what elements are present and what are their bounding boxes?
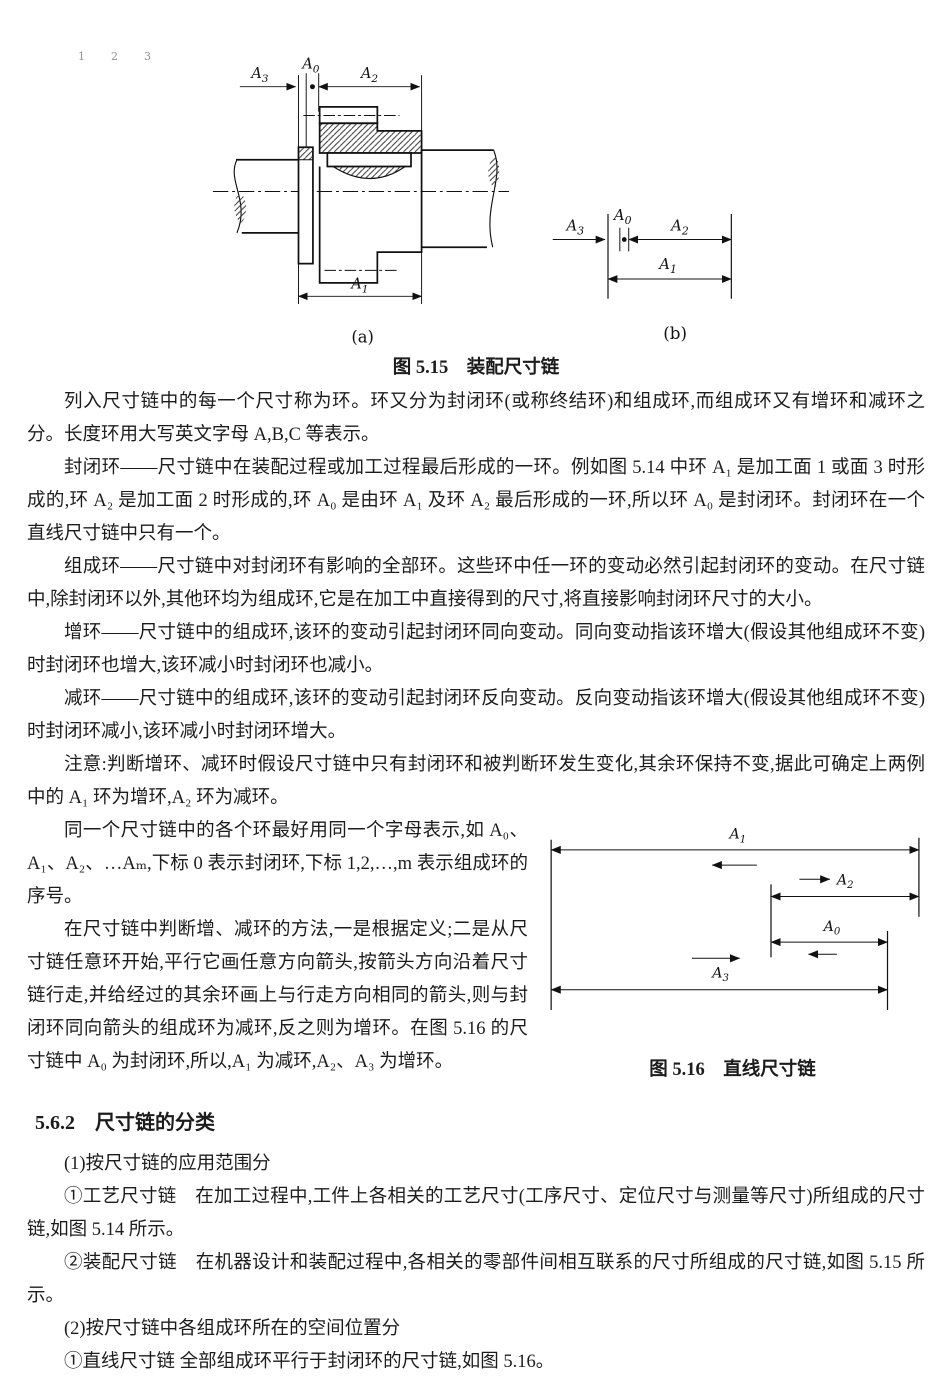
item-process-chain: ①工艺尺寸链 在加工过程中,工件上各相关的工艺尺寸(工序尺寸、定位尺寸与测量等尺… [27,1187,925,1240]
dim-label-a1: A1 [727,827,746,846]
dim-label-a1: A1 [657,256,677,276]
marker-2: 2 [111,50,118,63]
figure-5-16-diagram: A1 A2 A0 A3 [550,827,920,1010]
dim-label-a0: A0 [300,56,319,75]
marker-3: 3 [144,50,151,63]
paragraph-decreasing-loop: 减环——尺寸链中的组成环,该环的变动引起封闭环反向变动。反向变动指该环增大(假设… [27,689,925,742]
dim-label-a2: A2 [669,218,689,238]
section-heading: 5.6.2 尺寸链的分类 [35,1112,215,1134]
dim-label-a3: A3 [565,218,585,238]
figure-5-16: A1 A2 A0 A3 图 5.16 直线尺寸链 [540,821,925,1088]
item-by-application: (1)按尺寸链的应用范围分 [64,1154,271,1174]
item-assembly-chain: ②装配尺寸链 在机器设计和装配过程中,各相关的零部件间相互联系的尺寸所组成的尺寸… [27,1253,925,1306]
subfigure-label-b: (b) [663,323,687,343]
paragraph-component-loop: 组成环——尺寸链中对封闭环有影响的全部环。这些环中任一环的变动必然引起封闭环的变… [27,557,925,610]
hub-lower [318,150,423,284]
dim-label-a0: A0 [612,207,632,227]
washer [297,146,314,265]
shaft-left [233,158,299,234]
bearing [331,165,408,180]
paragraph-method: 在尺寸链中判断增、减环的方法,一是根据定义;二是从尺寸链任意环开始,平行它画任意… [27,920,528,1072]
dim-label-a3: A3 [249,66,268,85]
figure-5-15-b: A3 A0 A2 A1 (b) [552,207,732,343]
paragraph-closed-loop: 封闭环——尺寸链中在装配过程或加工过程最后形成的一环。例如图 5.14 中环 A… [27,458,925,544]
page-markers: 1 2 3 [78,50,177,63]
dim-label-a2: A2 [359,66,378,85]
item-linear-chain: ①直线尺寸链 全部组成环平行于封闭环的尺寸链,如图 5.16。 [64,1352,555,1372]
dim-a3 [239,75,299,304]
caption-figure-5-15: 图 5.15 装配尺寸链 [392,358,560,378]
paragraph-loop-intro: 列入尺寸链中的每一个尺寸称为环。环又分为封闭环(或称终结环)和组成环,而组成环又… [27,392,925,445]
figure-5-15: A3 A0 A2 A1 (a) A3 A0 A2 [27,54,925,354]
dim-a0-dot [621,237,627,242]
paragraph-naming: 同一个尺寸链中的各个环最好用同一个字母表示,如 A₀、A₁、A₂、…Aₘ,下标 … [27,821,528,907]
marker-1: 1 [78,50,85,63]
paragraph-note: 注意:判断增环、减环时假设尺寸链中只有封闭环和被判断环发生变化,其余环保持不变,… [27,755,925,808]
dim-a0 [305,73,320,149]
shaft-right [421,149,500,249]
gear-hub [303,106,423,168]
dim-a2 [318,75,423,304]
dim-label-a0: A0 [822,919,841,938]
subfigure-label-a: (a) [351,327,373,346]
dim-label-a2: A2 [835,872,854,891]
paragraph-increasing-loop: 增环——尺寸链中的组成环,该环的变动引起封闭环同向变动。同向变动指该环增大(假设… [27,623,925,676]
item-by-spatial-position: (2)按尺寸链中各组成环所在的空间位置分 [64,1319,401,1339]
caption-figure-5-16: 图 5.16 直线尺寸链 [649,1060,816,1080]
dim-label-a3: A3 [710,966,729,985]
dim-label-a1: A1 [349,277,368,296]
figure-5-15-a: A3 A0 A2 A1 (a) [212,56,510,346]
